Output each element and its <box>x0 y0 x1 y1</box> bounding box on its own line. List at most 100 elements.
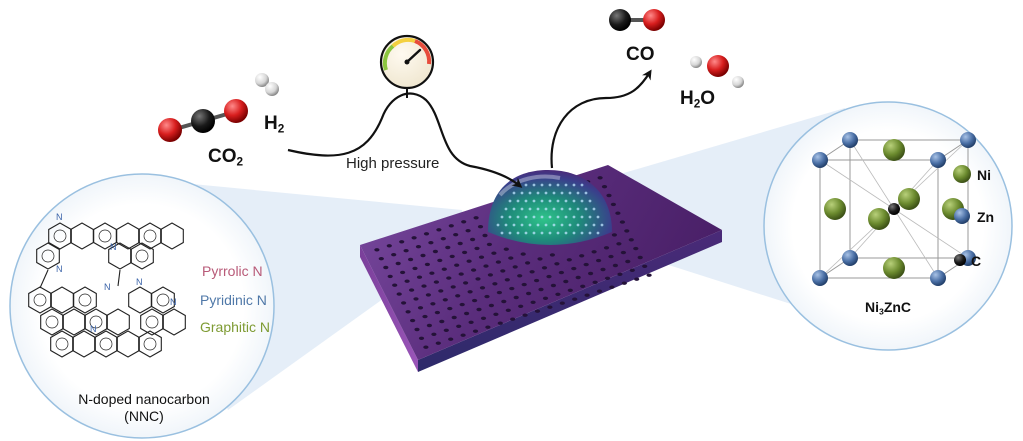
aromatic-ring <box>55 337 69 351</box>
particle-dot <box>572 215 576 219</box>
slab-pore <box>496 290 502 295</box>
particle-dot <box>596 215 600 219</box>
particle-dot <box>592 207 596 211</box>
ring-link <box>39 269 49 289</box>
slab-pore <box>620 250 627 255</box>
pyrrolic-n-label: Pyrrolic N <box>202 263 263 279</box>
zn-atom <box>930 152 946 168</box>
particle-dot <box>524 231 528 235</box>
particle-dot <box>548 231 552 235</box>
slab-pore <box>567 288 573 292</box>
particle-dot <box>544 207 548 211</box>
co2-label: CO2 <box>208 146 244 169</box>
slab-pore <box>550 283 557 288</box>
particle-dot <box>552 207 556 211</box>
slab-pore <box>482 233 488 238</box>
slab-pore <box>512 265 518 269</box>
slab-pore <box>428 241 434 245</box>
particle-dot <box>504 223 508 227</box>
particle-dot <box>520 207 524 211</box>
slab-pore <box>534 309 541 313</box>
particle-dot <box>540 215 544 219</box>
graphitic-n-label: Graphitic N <box>200 319 271 335</box>
h2-molecule-icon <box>255 73 279 96</box>
slab-pore <box>517 274 523 278</box>
nnc-caption-line1: N-doped nanocarbon <box>78 391 210 407</box>
slab-pore <box>606 193 612 198</box>
slab-pore <box>441 267 447 271</box>
particle-dot <box>548 183 552 187</box>
slab-pore <box>383 265 389 270</box>
slab-pore <box>437 258 443 263</box>
lattice-bond <box>849 139 895 210</box>
h2-flow-curve <box>287 92 523 188</box>
slab-pore <box>603 246 610 250</box>
particle-dot <box>516 199 520 203</box>
particle-dot <box>600 223 604 227</box>
slab-pore <box>432 249 438 254</box>
slab-pore <box>414 327 420 332</box>
slab-pore <box>558 270 565 275</box>
particle-dot <box>568 207 572 211</box>
slab-pore <box>480 316 487 320</box>
zn-atom <box>960 132 976 148</box>
nitrogen-atom-label: N <box>90 324 97 334</box>
slab-pore <box>476 307 482 312</box>
slab-pore <box>604 276 611 280</box>
particle-dot <box>536 223 540 227</box>
particle-dot <box>548 199 552 203</box>
nitrogen-atom-label: N <box>136 277 143 287</box>
particle-dot <box>536 207 540 211</box>
slab-pore <box>439 319 445 324</box>
slab-pore <box>472 329 479 333</box>
particle-dot <box>544 223 548 227</box>
slab-pore <box>430 302 436 306</box>
slab-pore <box>395 261 401 266</box>
particle-dot <box>532 231 536 235</box>
pressure-gauge-icon <box>379 34 435 98</box>
slab-pore <box>503 247 509 251</box>
slab-pore <box>520 252 526 256</box>
ni-legend-label: Ni <box>977 167 991 183</box>
ring-link <box>117 269 121 287</box>
slab-pore <box>420 253 426 258</box>
particle-dot <box>552 191 556 195</box>
particle-dot <box>564 215 568 219</box>
slab-pore <box>472 298 478 303</box>
particle-dot <box>520 223 524 227</box>
slab-pore <box>461 220 467 224</box>
slab-pore <box>583 262 589 267</box>
slab-pore <box>455 294 461 298</box>
particle-dot <box>540 199 544 203</box>
slab-pore <box>459 302 465 307</box>
nitrogen-atom-label: N <box>104 282 111 292</box>
particle-dot <box>556 231 560 235</box>
slab-pore <box>526 291 532 296</box>
particle-dot <box>564 231 568 235</box>
particle-dot <box>564 199 568 203</box>
particle-dot <box>596 231 600 235</box>
slab-pore <box>549 253 556 257</box>
slab-pore <box>442 298 448 302</box>
particle-dot <box>552 223 556 227</box>
particle-surface-dots <box>496 183 604 235</box>
ni-atom <box>883 257 905 279</box>
h2-label: H2 <box>264 113 285 136</box>
aromatic-ring <box>89 315 103 329</box>
particle-dot <box>524 215 528 219</box>
slab-pore <box>424 262 430 267</box>
slab-pore <box>542 296 549 300</box>
particle-dot <box>532 199 536 203</box>
slab-pore <box>453 233 459 237</box>
aromatic-ring <box>99 337 113 351</box>
slab-pore <box>416 275 423 279</box>
particle-dot <box>532 183 536 187</box>
slab-pore <box>617 272 623 276</box>
slab-pore <box>392 283 398 287</box>
slab-pore <box>621 281 627 285</box>
slab-pore <box>518 304 524 308</box>
nnc-caption: N-doped nanocarbon (NNC) <box>60 391 228 425</box>
slab-pore <box>403 249 409 253</box>
lattice-bond <box>893 208 969 259</box>
